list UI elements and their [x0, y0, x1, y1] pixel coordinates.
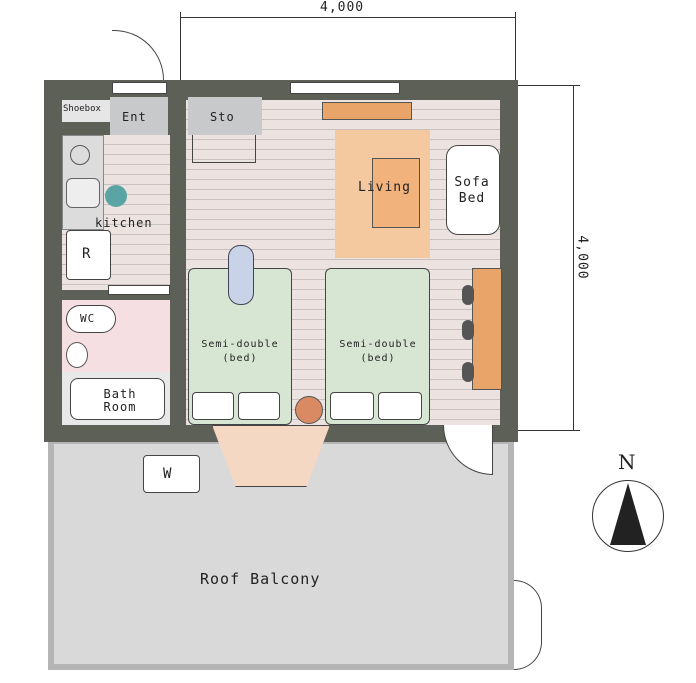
stool [462, 285, 474, 305]
bed-left-label: Semi-double (bed) [201, 339, 279, 364]
stove-icon [70, 145, 90, 165]
balcony-door [514, 580, 542, 670]
stool [462, 362, 474, 382]
washer [143, 455, 200, 493]
person-cooking-icon [105, 185, 127, 207]
pillow [378, 392, 422, 420]
dimension-depth-label: 4,000 [574, 235, 590, 280]
roof-balcony [48, 438, 514, 670]
bath-label: Bath Room [103, 387, 137, 414]
compass-circle [592, 480, 664, 552]
toilet [66, 305, 116, 333]
sink-icon [66, 178, 100, 208]
storage-doors [192, 135, 256, 163]
pillow [238, 392, 280, 420]
dimension-tick [515, 12, 516, 82]
entrance [110, 97, 168, 135]
pillow [330, 392, 374, 420]
kitchen-door [108, 285, 170, 295]
entrance-label: Ent [122, 110, 147, 124]
bench [472, 268, 502, 390]
pillow [192, 392, 234, 420]
balcony-label: Roof Balcony [200, 570, 321, 588]
toilet-bowl [66, 342, 88, 368]
dimension-tick [518, 85, 580, 86]
storage-label: Sto [210, 110, 235, 124]
storage [188, 97, 262, 135]
bed-right-label: Semi-double (bed) [339, 339, 417, 364]
sofa-label: Sofa Bed [454, 175, 490, 206]
kitchen-label: kitchen [95, 216, 153, 230]
sofa-bed [446, 145, 500, 235]
refrigerator-label: R [82, 246, 92, 262]
shoebox [62, 100, 110, 122]
entrance-door [112, 30, 164, 82]
north-label: N [618, 450, 637, 474]
stool [462, 320, 474, 340]
wc-label: WC [80, 312, 96, 325]
dimension-tick [180, 12, 181, 82]
dimension-width-label: 4,000 [320, 0, 365, 15]
dimension-line-right [573, 85, 574, 430]
tv-stand [322, 102, 412, 120]
person-reading-icon [228, 245, 254, 305]
round-stool [295, 396, 323, 424]
living-label: Living [358, 180, 411, 195]
window-top [290, 82, 400, 94]
refrigerator [66, 230, 111, 280]
dimension-line-top [180, 17, 515, 18]
coffee-table [372, 158, 420, 228]
shoebox-label: Shoebox [63, 104, 101, 114]
window-top-left [112, 82, 167, 94]
bathtub [70, 378, 165, 420]
washer-label: W [163, 466, 173, 482]
dimension-tick [518, 430, 580, 431]
